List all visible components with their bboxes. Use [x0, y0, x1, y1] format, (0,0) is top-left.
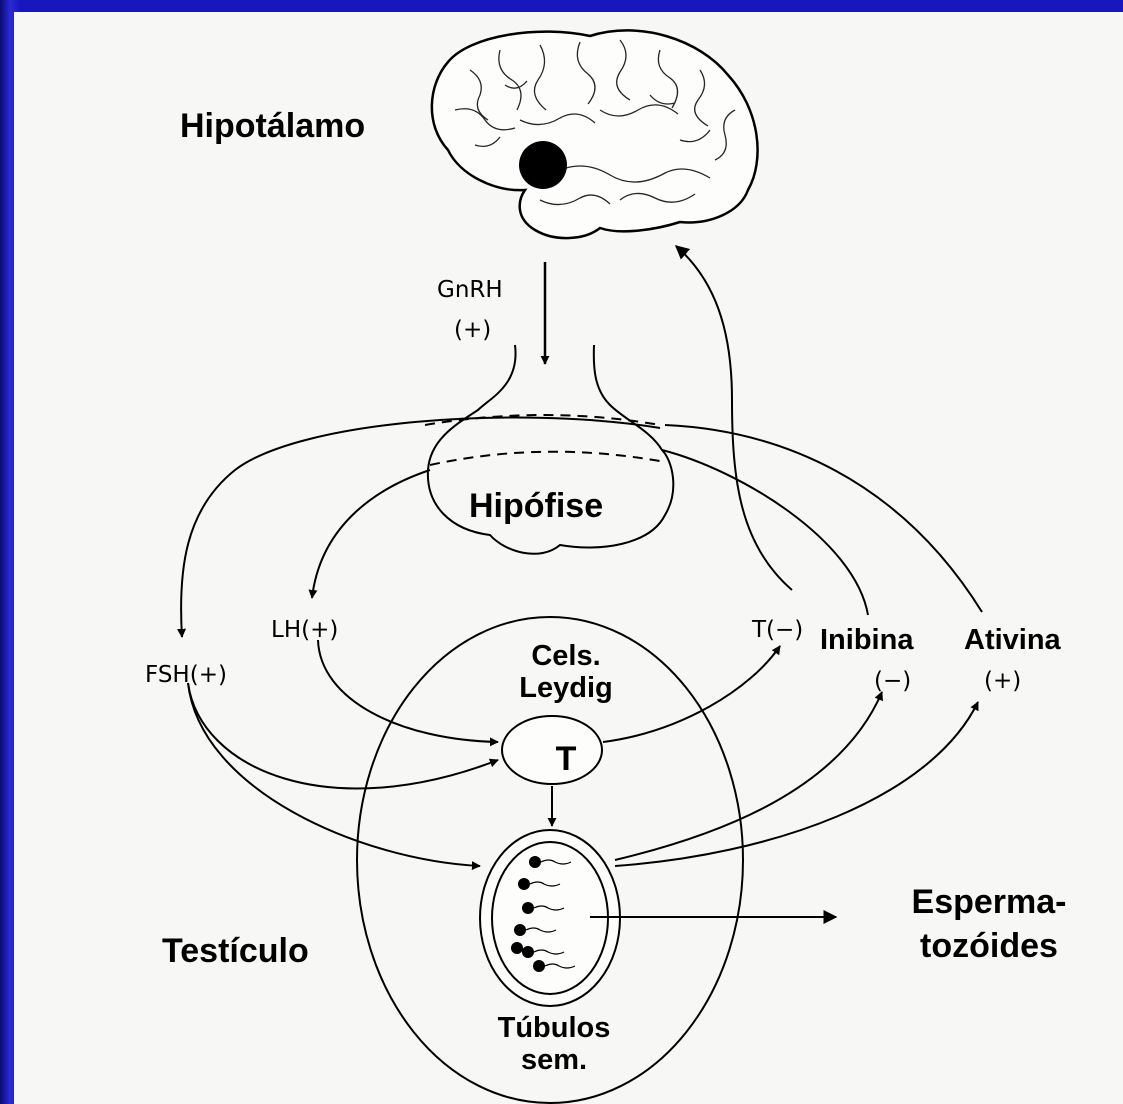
- sperm-label-line2: tozóides: [874, 924, 1104, 968]
- fsh-release-arrow: [181, 417, 660, 637]
- leydig-label-line1: Cels.: [506, 640, 626, 672]
- inhibin-label: Inibina: [820, 624, 913, 657]
- diagram-panel: Hipotálamo GnRH (+) Hipófise LH(+) FSH(+…: [14, 12, 1123, 1104]
- hypothalamus-dot: [519, 141, 567, 189]
- fsh-label: FSH(+): [145, 662, 227, 688]
- lh-label: LH(+): [271, 617, 338, 643]
- sperm-label-line1: Esperma-: [874, 880, 1104, 924]
- testis-label: Testículo: [162, 932, 309, 971]
- testosterone-feedback-arrow: [676, 246, 792, 590]
- tubules-label-line1: Túbulos: [474, 1012, 634, 1044]
- testosterone-feedback-label: T(−): [752, 617, 803, 643]
- inhibin-sign-label: (−): [874, 668, 911, 694]
- lh-to-leydig-arrow: [318, 640, 498, 742]
- activin-label: Ativina: [964, 624, 1061, 657]
- fsh-to-tubules-arrow: [188, 683, 480, 866]
- pituitary-label: Hipófise: [469, 487, 603, 526]
- tubules-to-activin-arrow: [615, 702, 978, 866]
- gnrh-sign-label: (+): [454, 317, 491, 343]
- fsh-to-leydig-arrow: [188, 683, 498, 788]
- hypothalamus-label: Hipotálamo: [180, 107, 365, 146]
- tubules-to-inhibin-arrow: [615, 692, 882, 860]
- sperm-label: Esperma- tozóides: [874, 880, 1104, 968]
- tubules-label: Túbulos sem.: [474, 1012, 634, 1076]
- tubules-label-line2: sem.: [474, 1044, 634, 1076]
- gnrh-label: GnRH: [437, 277, 503, 303]
- brain-illustration: [432, 30, 758, 238]
- lh-release-arrow: [312, 470, 430, 598]
- leydig-cells-label: Cels. Leydig: [506, 640, 626, 704]
- activin-feedback-line: [665, 425, 982, 612]
- leydig-label-line2: Leydig: [506, 672, 626, 704]
- inhibin-feedback-line: [662, 450, 868, 615]
- testosterone-label: T: [526, 740, 606, 779]
- activin-sign-label: (+): [984, 668, 1021, 694]
